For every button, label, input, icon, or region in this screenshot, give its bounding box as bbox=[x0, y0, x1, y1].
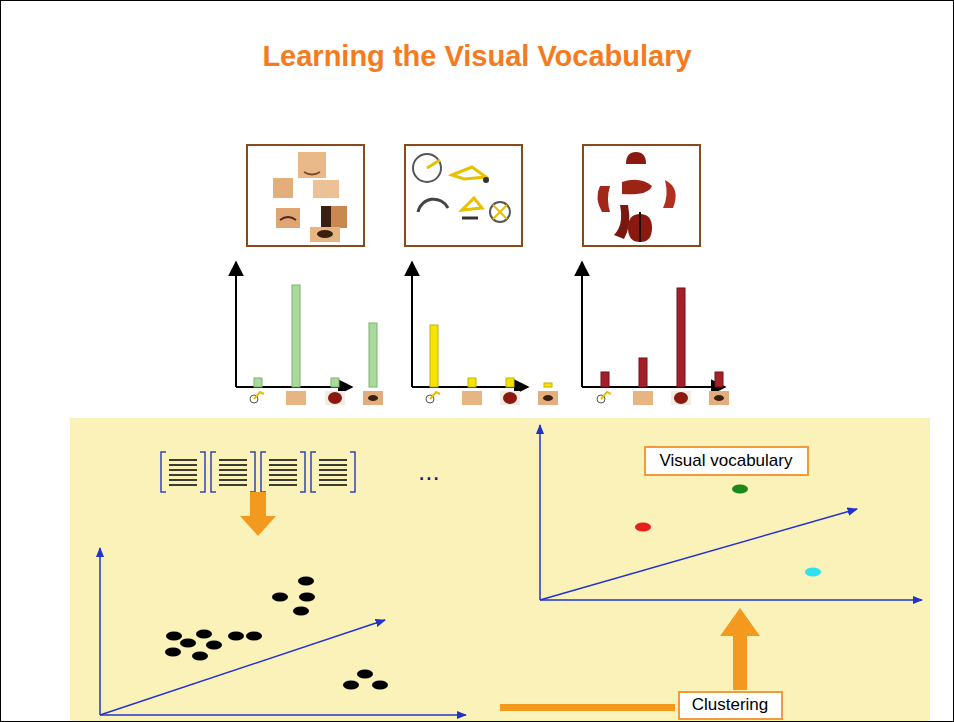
clustering-label-box: Clustering bbox=[678, 691, 783, 720]
slide-title: Learning the Visual Vocabulary bbox=[0, 40, 954, 73]
feature-space-plot bbox=[100, 548, 466, 715]
ellipsis-label: ... bbox=[418, 458, 440, 484]
face-parts-image bbox=[247, 145, 364, 246]
box-label: Clustering bbox=[692, 696, 769, 715]
histogram-icons bbox=[250, 391, 729, 405]
descriptor-vectors bbox=[161, 452, 355, 492]
histogram-violin bbox=[582, 262, 725, 387]
histogram-face bbox=[236, 262, 377, 387]
violin-parts-image bbox=[583, 145, 700, 246]
down-arrow bbox=[240, 492, 276, 536]
panel-ground bbox=[70, 418, 930, 721]
bicycle-parts-image bbox=[405, 145, 522, 246]
vocabulary-plot bbox=[540, 425, 922, 600]
box-label: Visual vocabulary bbox=[660, 452, 793, 471]
histogram-bicycle bbox=[412, 262, 552, 387]
vocabulary-label-box: Visual vocabulary bbox=[644, 446, 809, 476]
up-arrow bbox=[720, 608, 760, 690]
clustering-bar bbox=[500, 704, 675, 711]
